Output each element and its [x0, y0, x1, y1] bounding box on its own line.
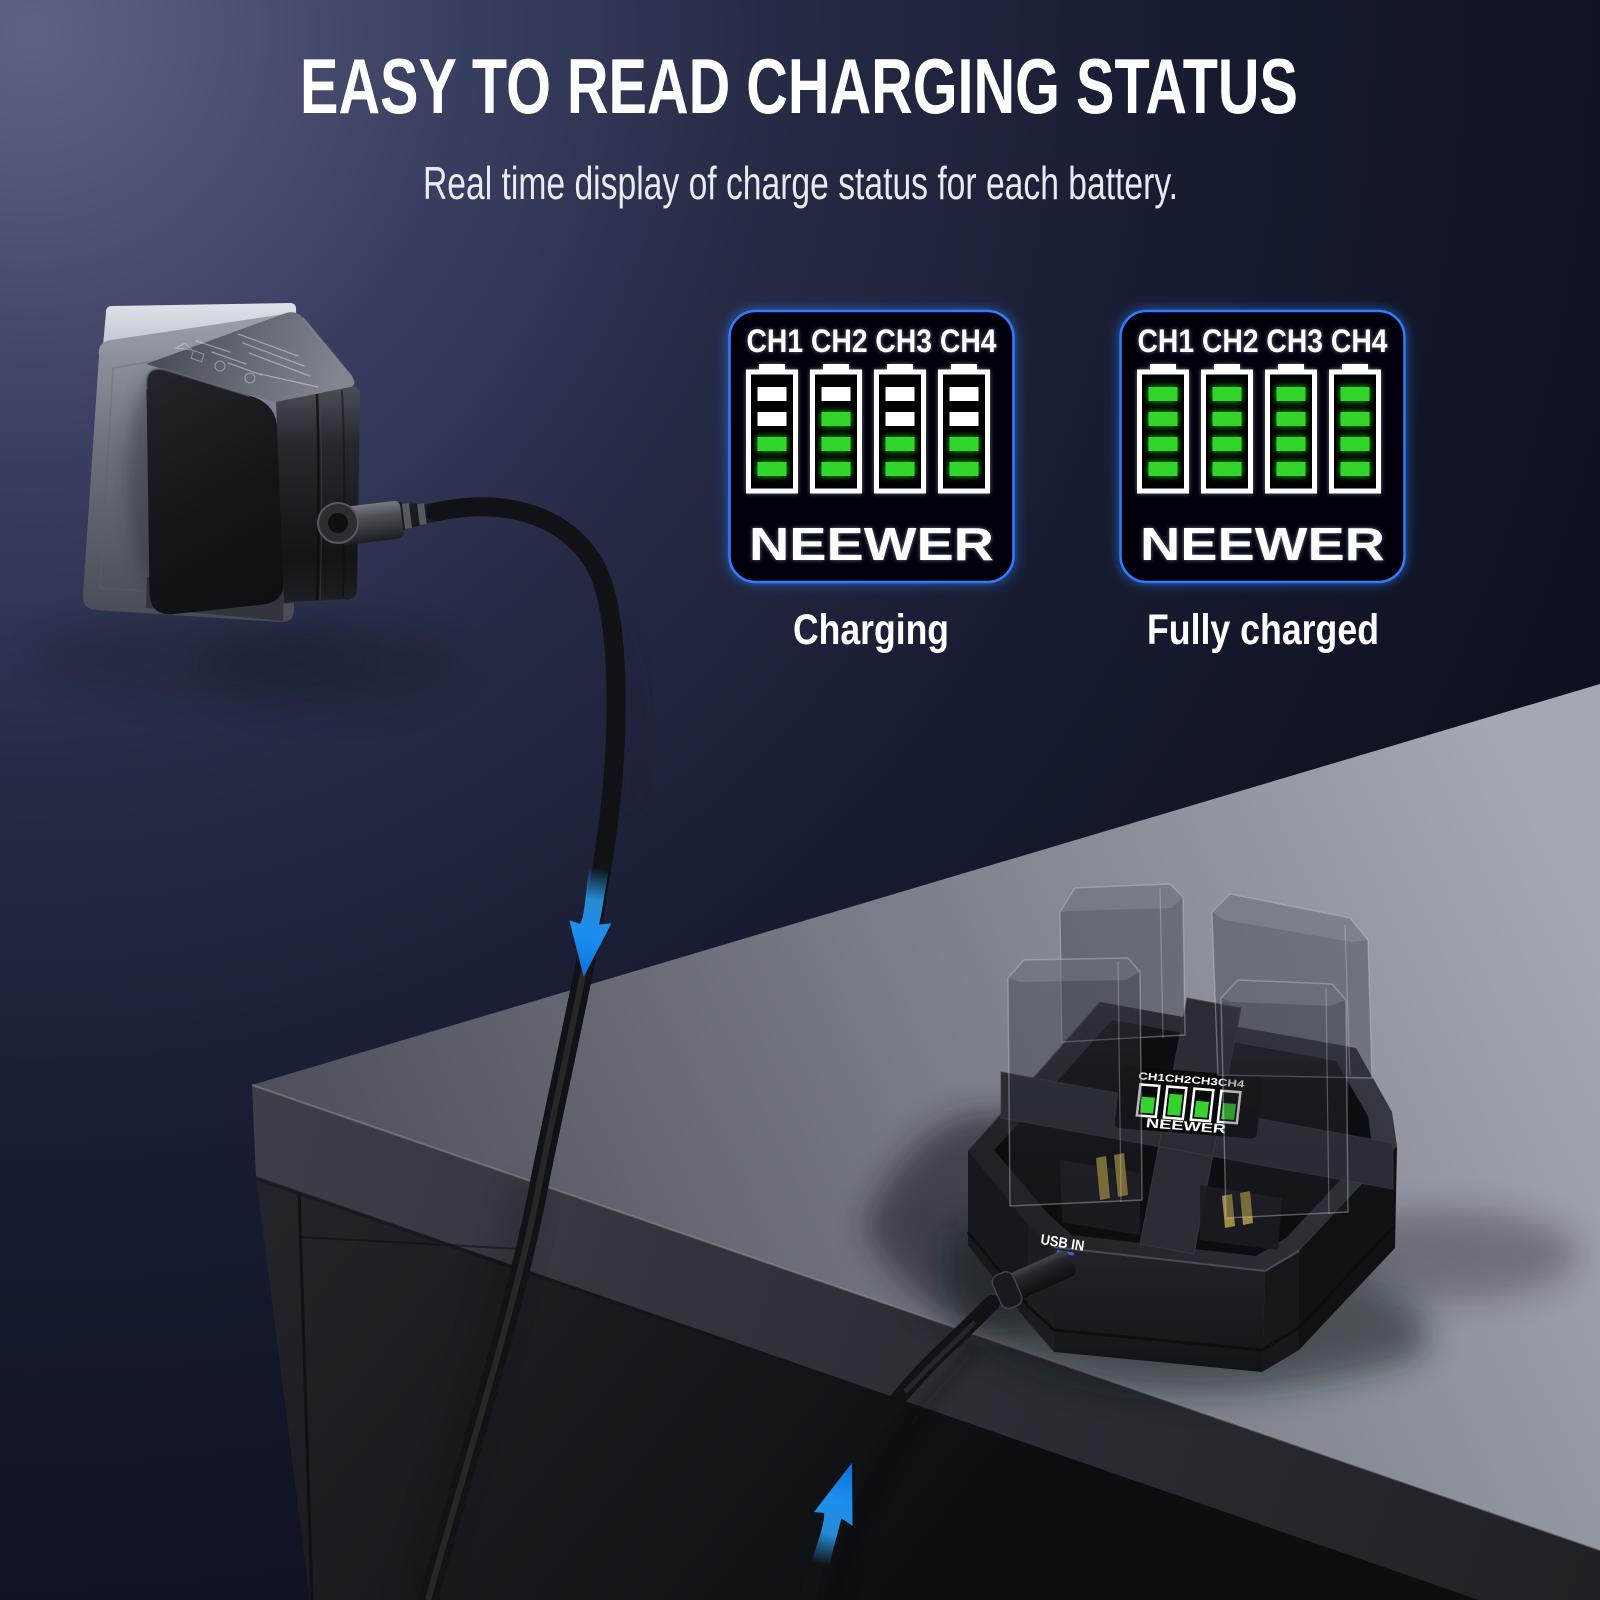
- svg-text:Fully charged: Fully charged: [1147, 606, 1379, 654]
- svg-text:CH1 CH2 CH3 CH4: CH1 CH2 CH3 CH4: [1138, 323, 1388, 359]
- svg-text:Real time display of charge st: Real time display of charge status for e…: [423, 157, 1178, 209]
- svg-text:Charging: Charging: [793, 606, 949, 654]
- svg-text:NEEWER: NEEWER: [749, 518, 994, 570]
- svg-text:USB IN: USB IN: [1039, 1232, 1085, 1255]
- svg-text:NEEWER: NEEWER: [1140, 518, 1385, 570]
- svg-text:NEEWER: NEEWER: [1145, 1115, 1228, 1136]
- svg-text:EASY TO READ CHARGING STATUS: EASY TO READ CHARGING STATUS: [300, 42, 1298, 130]
- svg-text:CH1 CH2 CH3 CH4: CH1 CH2 CH3 CH4: [747, 323, 997, 359]
